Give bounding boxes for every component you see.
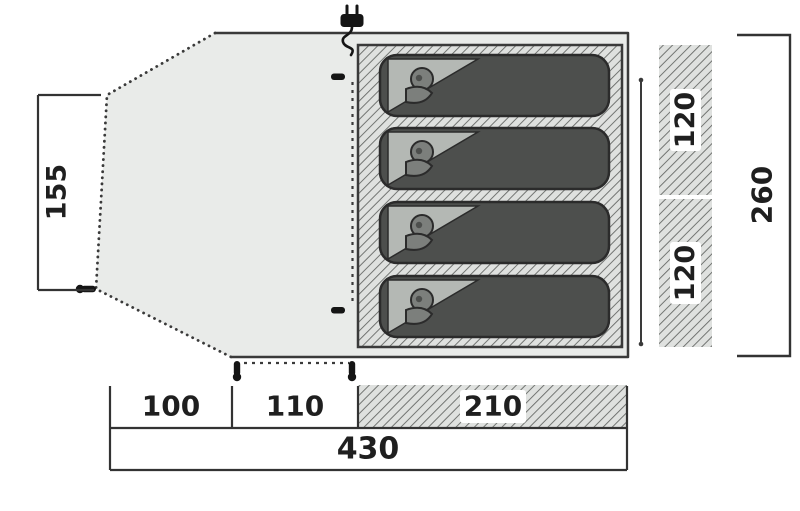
guyline-end-dot <box>638 77 644 83</box>
dim-label-living-length: 110 <box>266 390 324 423</box>
dim-porch-depth: 155 <box>36 93 101 292</box>
person-ear-icon <box>415 74 423 82</box>
label-backplate <box>670 242 701 304</box>
dim-label-total-length: 430 <box>337 432 400 467</box>
tent-peg-icon <box>232 361 242 382</box>
tent-peg-icon <box>347 361 357 382</box>
dim-label-total-width: 260 <box>746 166 779 224</box>
person-body-icon <box>405 158 434 177</box>
person-body-icon <box>405 85 434 104</box>
person-body-icon <box>405 306 434 325</box>
cabin-right-guyline <box>638 77 644 347</box>
sleeping-bag <box>378 126 611 191</box>
sleeping-bag <box>378 274 611 339</box>
dim-label-bedroom-width-bottom: 120 <box>670 245 701 301</box>
label-backplate <box>460 390 526 423</box>
label-backplate <box>670 89 701 151</box>
person-body-icon <box>405 232 434 251</box>
porch-dotted-outline <box>94 31 233 359</box>
person-ear-icon <box>415 147 423 155</box>
dim-label-bedroom-width-top: 120 <box>670 92 701 148</box>
person-ear-icon <box>415 295 423 303</box>
dim-bedroom-widths: 120 120 <box>659 45 712 347</box>
person-ear-icon <box>415 221 423 229</box>
power-plug-icon <box>340 4 364 57</box>
sleeping-bag <box>378 200 611 265</box>
dim-bottom-band: 100 110 210 430 <box>108 385 629 472</box>
sleeping-bag <box>378 53 611 118</box>
dim-label-porch-length: 100 <box>142 390 200 423</box>
guyline-end-dot <box>638 341 644 347</box>
dim-label-bedroom-length: 210 <box>464 390 522 423</box>
power-cable <box>341 25 354 57</box>
dim-label-porch-depth: 155 <box>42 164 73 220</box>
toggle-point-icon <box>331 73 345 80</box>
toggle-point-icon <box>331 307 345 314</box>
tent-solid-outline <box>215 31 630 359</box>
dim-total-width: 260 <box>737 33 792 358</box>
